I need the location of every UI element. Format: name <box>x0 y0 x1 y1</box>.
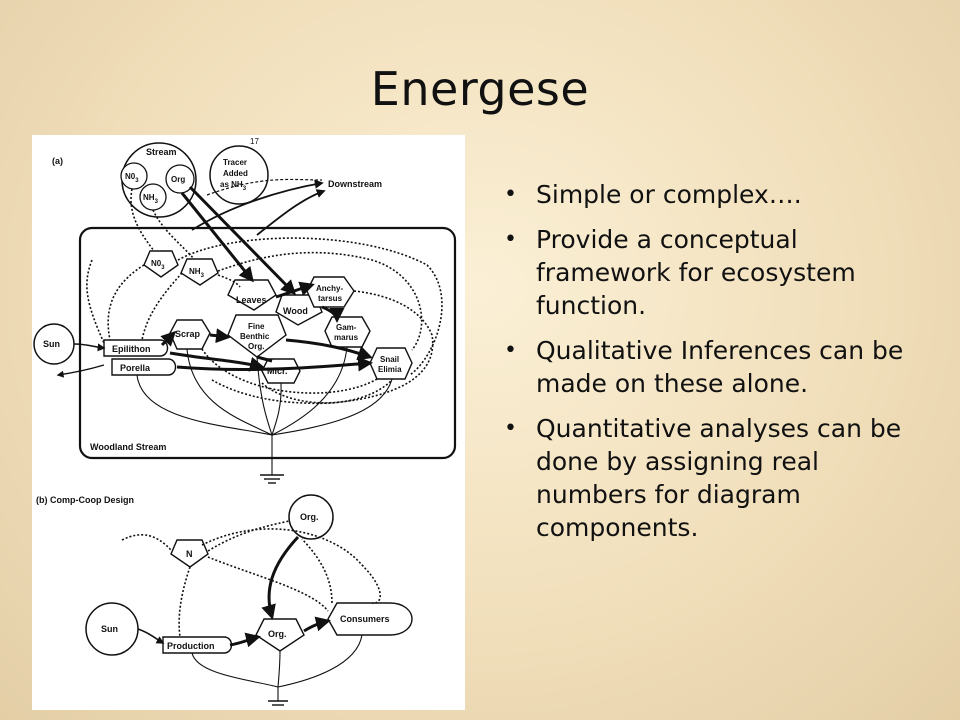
fine-benthic-org-label-line1: Fine <box>248 322 265 331</box>
anchytarsus-label-line1: Anchy- <box>316 284 343 293</box>
gammarus-shape <box>324 316 371 348</box>
consumers-shape <box>327 602 413 636</box>
bullet-dot-icon: • <box>504 182 517 207</box>
tracer-circle <box>209 145 269 205</box>
stream-label: Stream <box>146 147 177 157</box>
sun-a-label: Sun <box>43 339 60 349</box>
sun-a-return <box>56 364 105 378</box>
org-mid-label: Org. <box>268 629 287 639</box>
fine-benthic-org-label-line3: Org. <box>248 342 264 351</box>
scrap-label: Scrap <box>175 329 201 339</box>
bullet-text: Quantitative analyses can be done by ass… <box>536 414 902 542</box>
org-source-label: Org <box>171 175 185 184</box>
nh3-source-label: NH3 <box>143 193 159 205</box>
slide-title: Energese <box>370 62 590 116</box>
bullet-text: Qualitative Inferences can be made on th… <box>536 336 904 398</box>
energy-diagram: 17 (a) Woodland Stream Stream N03 NH3 Or… <box>33 137 457 706</box>
panel-b-heat-sink-tree <box>191 634 363 701</box>
no3-source-circle <box>120 162 148 190</box>
sun-b-flow <box>137 628 165 644</box>
panel-a-main-flows <box>160 185 373 372</box>
fine-benthic-org-label-line2: Benthic <box>240 332 270 341</box>
bullet-dot-icon: • <box>504 227 517 252</box>
leaves-label: Leaves <box>236 295 267 305</box>
downstream-label: Downstream <box>328 179 382 189</box>
bullet-dot-icon: • <box>504 338 517 363</box>
bullet-text: Simple or complex…. <box>536 180 802 209</box>
bullet-item: • Qualitative Inferences can be made on t… <box>500 334 930 400</box>
woodland-stream-boundary <box>78 226 457 460</box>
gammarus-label-line1: Gam- <box>336 323 357 332</box>
bullet-dot-icon: • <box>504 416 517 441</box>
flow-to-downstream-2 <box>256 189 326 236</box>
panel-a-heat-sink-tree <box>136 346 393 475</box>
tracer-label-line1: Tracer <box>223 158 247 167</box>
no3-source-label: N03 <box>125 172 139 184</box>
panel-b-ground-symbol <box>268 700 288 706</box>
gammarus-label-line2: marus <box>334 333 359 342</box>
bullet-item: • Provide a conceptual framework for ecos… <box>500 223 930 322</box>
org-top-circle <box>288 494 334 540</box>
leaves-shape <box>227 279 277 311</box>
bullet-list: • Simple or complex…. • Provide a conceptu… <box>500 178 930 556</box>
bullet-item: • Simple or complex…. <box>500 178 930 211</box>
bullet-item: • Quantitative analyses can be done by as… <box>500 412 930 544</box>
nh3-storage-label: NH3 <box>189 267 205 279</box>
org-top-label: Org. <box>300 512 319 522</box>
panel-a-nutrient-flows <box>86 188 443 405</box>
snail-elimia-label-line1: Snail <box>380 355 399 364</box>
bullet-text: Provide a conceptual framework for ecosy… <box>536 225 856 320</box>
panel-a-tag: (a) <box>52 156 63 166</box>
tracer-label-line3: as NH3 <box>220 180 247 192</box>
energy-diagram-figure: 17 (a) Woodland Stream Stream N03 NH3 Or… <box>32 135 465 710</box>
production-shape <box>162 636 233 654</box>
org-source-circle <box>165 164 195 194</box>
sun-b-label: Sun <box>101 624 118 634</box>
n-storage-label: N <box>186 549 193 559</box>
consumers-label: Consumers <box>340 614 390 624</box>
sun-a-flow <box>73 343 106 352</box>
page-number: 17 <box>250 137 259 146</box>
snail-elimia-label-line2: Elimia <box>378 365 402 374</box>
panel-b-main-flows <box>229 535 331 648</box>
panel-a-ground-symbol <box>260 474 284 484</box>
production-label: Production <box>167 641 215 651</box>
anchytarsus-label-line2: tarsus <box>318 294 343 303</box>
panel-b-nutrient-flows <box>121 520 381 638</box>
porella-shape <box>111 358 177 376</box>
micr-label: Micr. <box>267 366 288 376</box>
n-storage-shape <box>170 539 209 568</box>
nh3-storage-shape <box>180 258 219 286</box>
woodland-stream-label: Woodland Stream <box>90 442 166 452</box>
no3-storage-label: N03 <box>151 259 165 271</box>
wood-label: Wood <box>283 306 308 316</box>
no3-storage-shape <box>143 250 179 278</box>
porella-label: Porella <box>120 363 151 373</box>
panel-b-tag: (b) Comp-Coop Design <box>36 495 134 505</box>
tracer-label-line2: Added <box>223 169 248 178</box>
epilithon-label: Epilithon <box>112 344 151 354</box>
org-mid-shape <box>255 618 305 652</box>
flow-to-downstream-3 <box>206 178 323 196</box>
